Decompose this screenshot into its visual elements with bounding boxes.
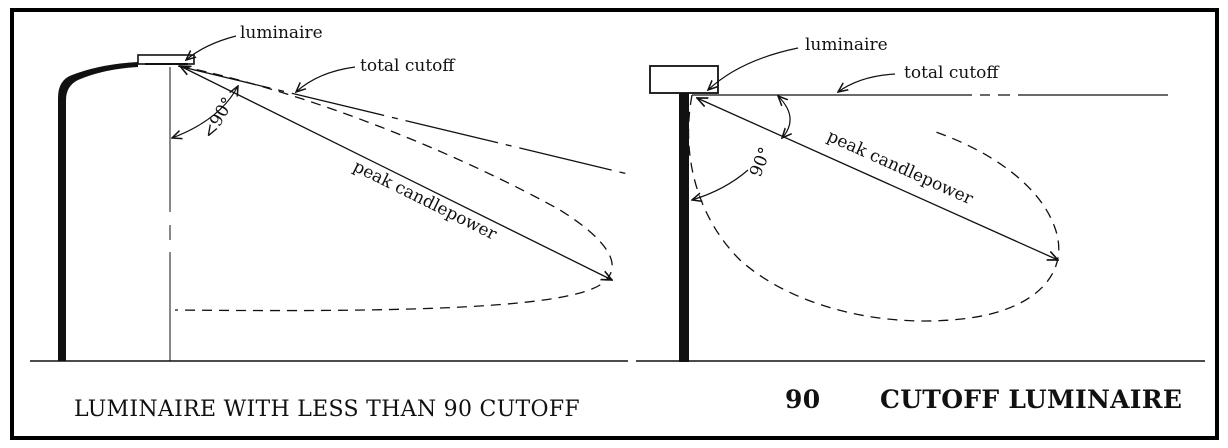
left-total-cutoff-label: total cutoff: [360, 56, 456, 76]
right-luminaire-leader: [708, 47, 799, 90]
outer-frame: [10, 8, 1219, 440]
right-caption-number: 90: [785, 385, 820, 414]
left-cutoff-line: [177, 65, 629, 175]
right-peak-arrow: [697, 98, 1058, 260]
right-lower-angle-arc: [692, 169, 749, 200]
right-upper-angle-arc: [778, 96, 790, 138]
right-cutoff-leader: [838, 73, 896, 92]
right-total-cutoff-label: total cutoff: [904, 63, 1000, 83]
right-pole: [679, 93, 689, 362]
left-peak-arrow: [180, 66, 612, 280]
left-angle-arc: [172, 86, 238, 138]
left-pole: [58, 62, 138, 361]
right-caption-text: CUTOFF LUMINAIRE: [880, 385, 1182, 414]
right-luminaire-label: luminaire: [805, 35, 888, 55]
left-cutoff-leader: [296, 66, 356, 92]
left-peak-label: peak candlepower: [350, 157, 501, 245]
left-luminaire-leader: [186, 35, 237, 60]
left-luminaire-label: luminaire: [240, 23, 323, 43]
right-panel: luminaire total cutoff 90° peak candlepo…: [636, 35, 1205, 414]
right-luminaire: [649, 65, 719, 94]
left-caption: LUMINAIRE WITH LESS THAN 90 CUTOFF: [74, 397, 580, 422]
left-luminaire: [137, 54, 195, 65]
right-angle-label: 90°: [746, 144, 776, 179]
left-angle-label: <90°: [199, 94, 239, 142]
left-panel: luminaire total cutoff <90° peak candlep…: [30, 23, 629, 422]
right-distribution-curve: [687, 94, 1060, 322]
